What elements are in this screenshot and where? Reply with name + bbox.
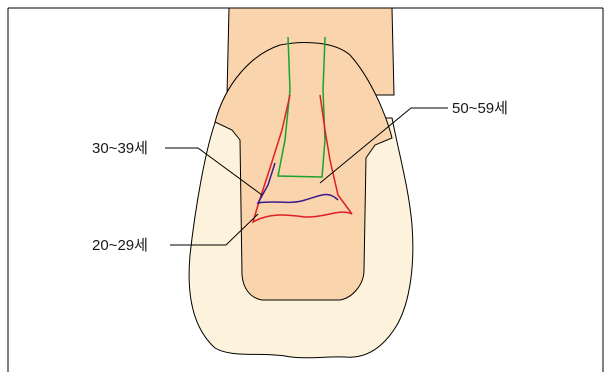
label-50-59: 50~59세	[452, 100, 508, 117]
label-30-39: 30~39세	[92, 140, 148, 157]
label-20-29: 20~29세	[92, 237, 148, 254]
